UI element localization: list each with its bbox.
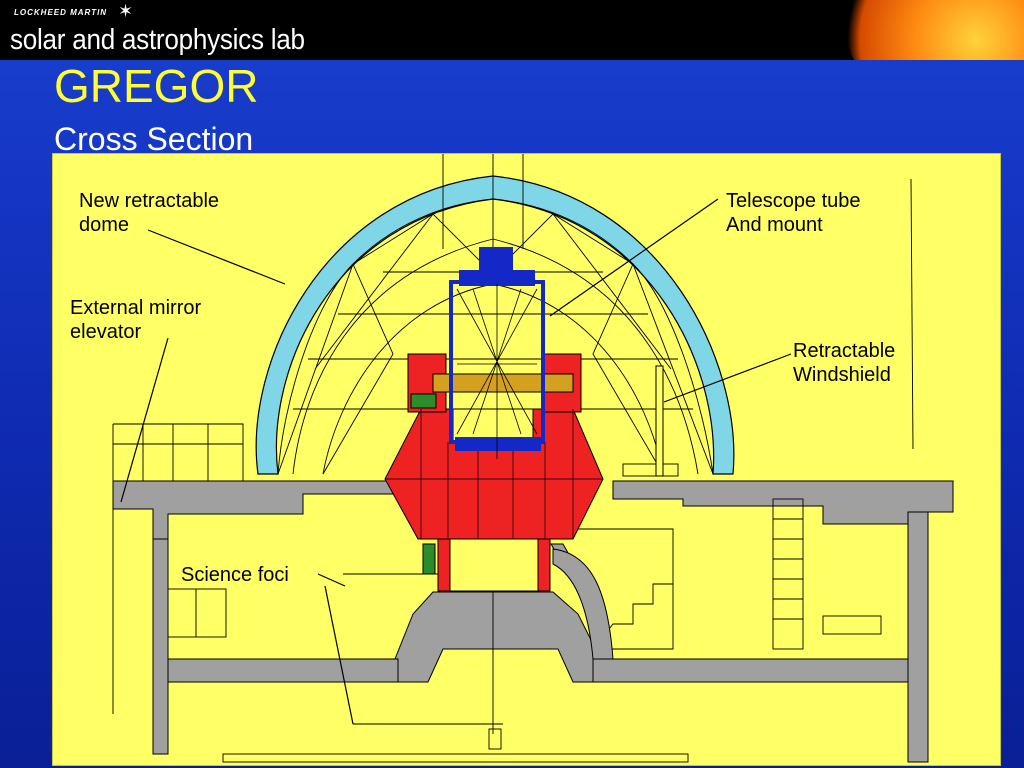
slide-title: GREGOR	[54, 60, 259, 112]
sun-image	[844, 0, 1024, 60]
company-logo-text: LOCKHEED MARTIN	[14, 8, 108, 17]
lower-support	[422, 538, 551, 592]
windshield-plate	[655, 365, 664, 477]
label-telescope-tube: Telescope tube And mount	[726, 190, 861, 236]
cross-section-panel: New retractable dome Telescope tube And …	[52, 153, 1001, 766]
label-new-retractable-dome: New retractable dome	[79, 190, 220, 236]
label-retractable-windshield: Retractable Windshield	[793, 340, 896, 386]
label-external-mirror-elevator: External mirror elevator	[70, 297, 202, 343]
telescope-mount	[384, 353, 604, 540]
header-bar: LOCKHEED MARTIN ✶ solar and astrophysics…	[0, 0, 1024, 60]
leader-lines	[120, 198, 792, 725]
cross-section-drawing	[112, 154, 954, 763]
telescope-tube	[449, 247, 545, 459]
lab-name: solar and astrophysics lab	[10, 24, 305, 56]
lockheed-star-icon: ✶	[118, 1, 134, 21]
interior-lines	[112, 154, 914, 763]
slide-subtitle: Cross Section	[54, 121, 254, 157]
stair-wall	[552, 548, 614, 660]
label-science-foci: Science foci	[181, 564, 289, 586]
